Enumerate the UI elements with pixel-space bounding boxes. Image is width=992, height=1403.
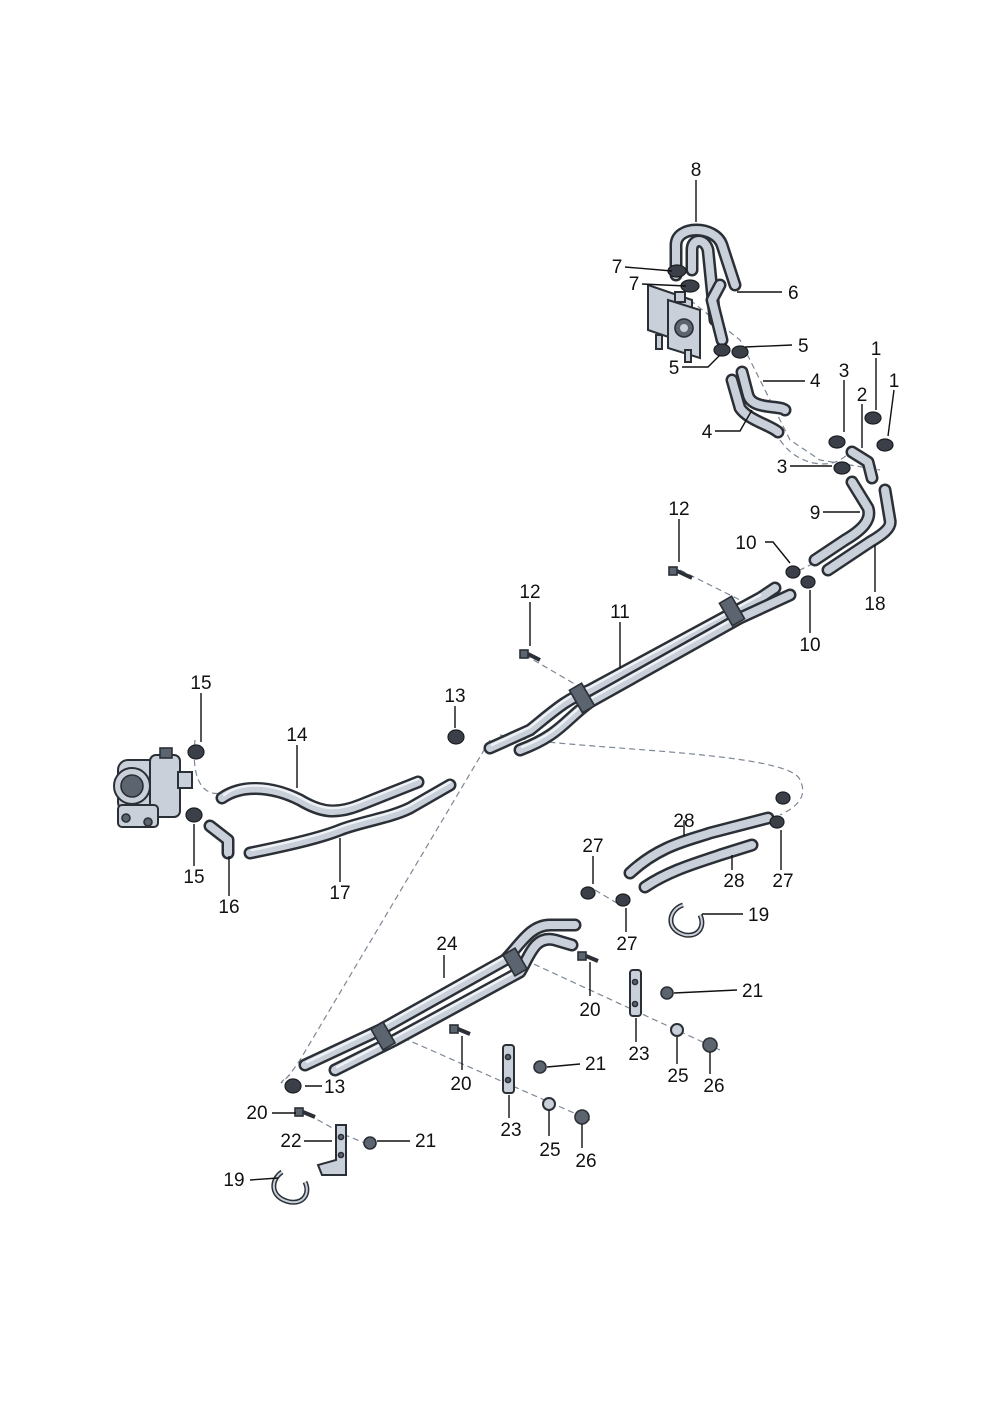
part-28-pipes [623,811,775,894]
callout-15: 15 [183,867,204,888]
callout-19: 19 [748,905,769,926]
callout-19: 19 [223,1170,244,1191]
part-11-double-pipe [483,581,797,757]
part-8-upper-hose [669,223,742,327]
callout-27: 27 [616,934,637,955]
callout-6: 6 [788,283,799,304]
nut-21-right [660,986,674,1000]
clamp-13-lower [284,1078,302,1094]
clamp-3-lower [833,461,851,475]
nut-26-right [702,1037,718,1053]
bracket-23-right [629,969,642,1017]
part-19-clip-upper [668,902,705,938]
callout-18: 18 [864,594,885,615]
callout-4: 4 [702,422,713,443]
part-17-pipe [243,778,457,860]
callout-14: 14 [286,725,308,746]
clamp-3-upper [828,435,846,449]
callout-8: 8 [691,160,702,181]
clamp-15-lower [185,807,203,823]
callout-20: 20 [450,1074,471,1095]
callout-22: 22 [280,1131,301,1152]
callout-2: 2 [857,385,868,406]
callout-10: 10 [735,533,756,554]
callout-23: 23 [628,1044,649,1065]
callout-27: 27 [772,871,793,892]
bolt-20-left [294,1107,316,1119]
callout-10: 10 [799,635,820,656]
part-16-elbow [203,819,235,860]
valve-block [647,283,701,363]
callout-9: 9 [810,503,821,524]
callout-20: 20 [246,1103,267,1124]
bolt-12-upper [668,566,693,580]
clamp-5-right [731,345,749,359]
callout-12: 12 [519,582,540,603]
callout-28: 28 [673,811,694,832]
bolt-20-mid [449,1024,471,1036]
clamp-15-upper [187,744,205,760]
clamp-27-left [580,886,596,900]
callout-5: 5 [798,336,809,357]
callout-1: 1 [871,339,882,360]
leader-lines [193,180,895,1181]
part-14-pipe [215,775,425,818]
callout-4: 4 [810,371,821,392]
callout-labels: 8 7 7 6 5 5 4 4 3 3 1 1 2 9 10 12 18 10 … [183,160,899,1191]
bracket-23-left [502,1044,515,1094]
part-19-clip-lower [271,1169,310,1205]
clamp-10-lower [800,575,816,589]
callout-17: 17 [329,883,350,904]
callout-25: 25 [667,1066,688,1087]
part-18-pipe [821,483,897,577]
nut-26-left [574,1109,590,1125]
callout-13: 13 [324,1077,345,1098]
washer-25-left [542,1097,556,1111]
clamp-27-right [769,815,785,829]
clamp-27-top [775,791,791,805]
part-9-pipe [808,475,876,567]
nut-21-left [363,1136,377,1150]
clamp-10-upper [785,565,801,579]
callout-3: 3 [777,457,788,478]
bolt-12-lower [519,649,541,662]
clamp-5-left [713,343,731,357]
callout-26: 26 [575,1151,596,1172]
callout-15: 15 [190,673,211,694]
callout-21: 21 [742,981,763,1002]
part-4-hoses [725,365,792,439]
callout-12: 12 [668,499,689,520]
callout-20: 20 [579,1000,600,1021]
nut-21-mid [533,1060,547,1074]
callout-21: 21 [585,1054,606,1075]
callout-23: 23 [500,1120,521,1141]
clamp-13-upper [447,729,465,745]
bracket-22 [316,1124,347,1176]
callout-7: 7 [629,274,640,295]
callout-3: 3 [839,361,850,382]
washer-25-right [670,1023,684,1037]
callout-13: 13 [444,686,465,707]
callout-24: 24 [436,934,458,955]
coolant-pump [113,747,193,828]
clamp-1-upper [864,411,882,425]
callout-26: 26 [703,1076,724,1097]
callout-11: 11 [610,602,630,623]
clamp-1-lower [876,438,894,452]
part-2-elbow [845,445,879,485]
callout-16: 16 [218,897,239,918]
part-24-double-pipe [298,918,582,1077]
part-6-hose [705,278,729,347]
callout-1: 1 [889,371,900,392]
callout-5: 5 [669,358,680,379]
callout-28: 28 [723,871,744,892]
callout-7: 7 [612,257,623,278]
bolt-20-right [577,951,599,963]
callout-27: 27 [582,836,603,857]
callout-21: 21 [415,1131,436,1152]
clamp-27-mid [615,893,631,907]
callout-25: 25 [539,1140,560,1161]
